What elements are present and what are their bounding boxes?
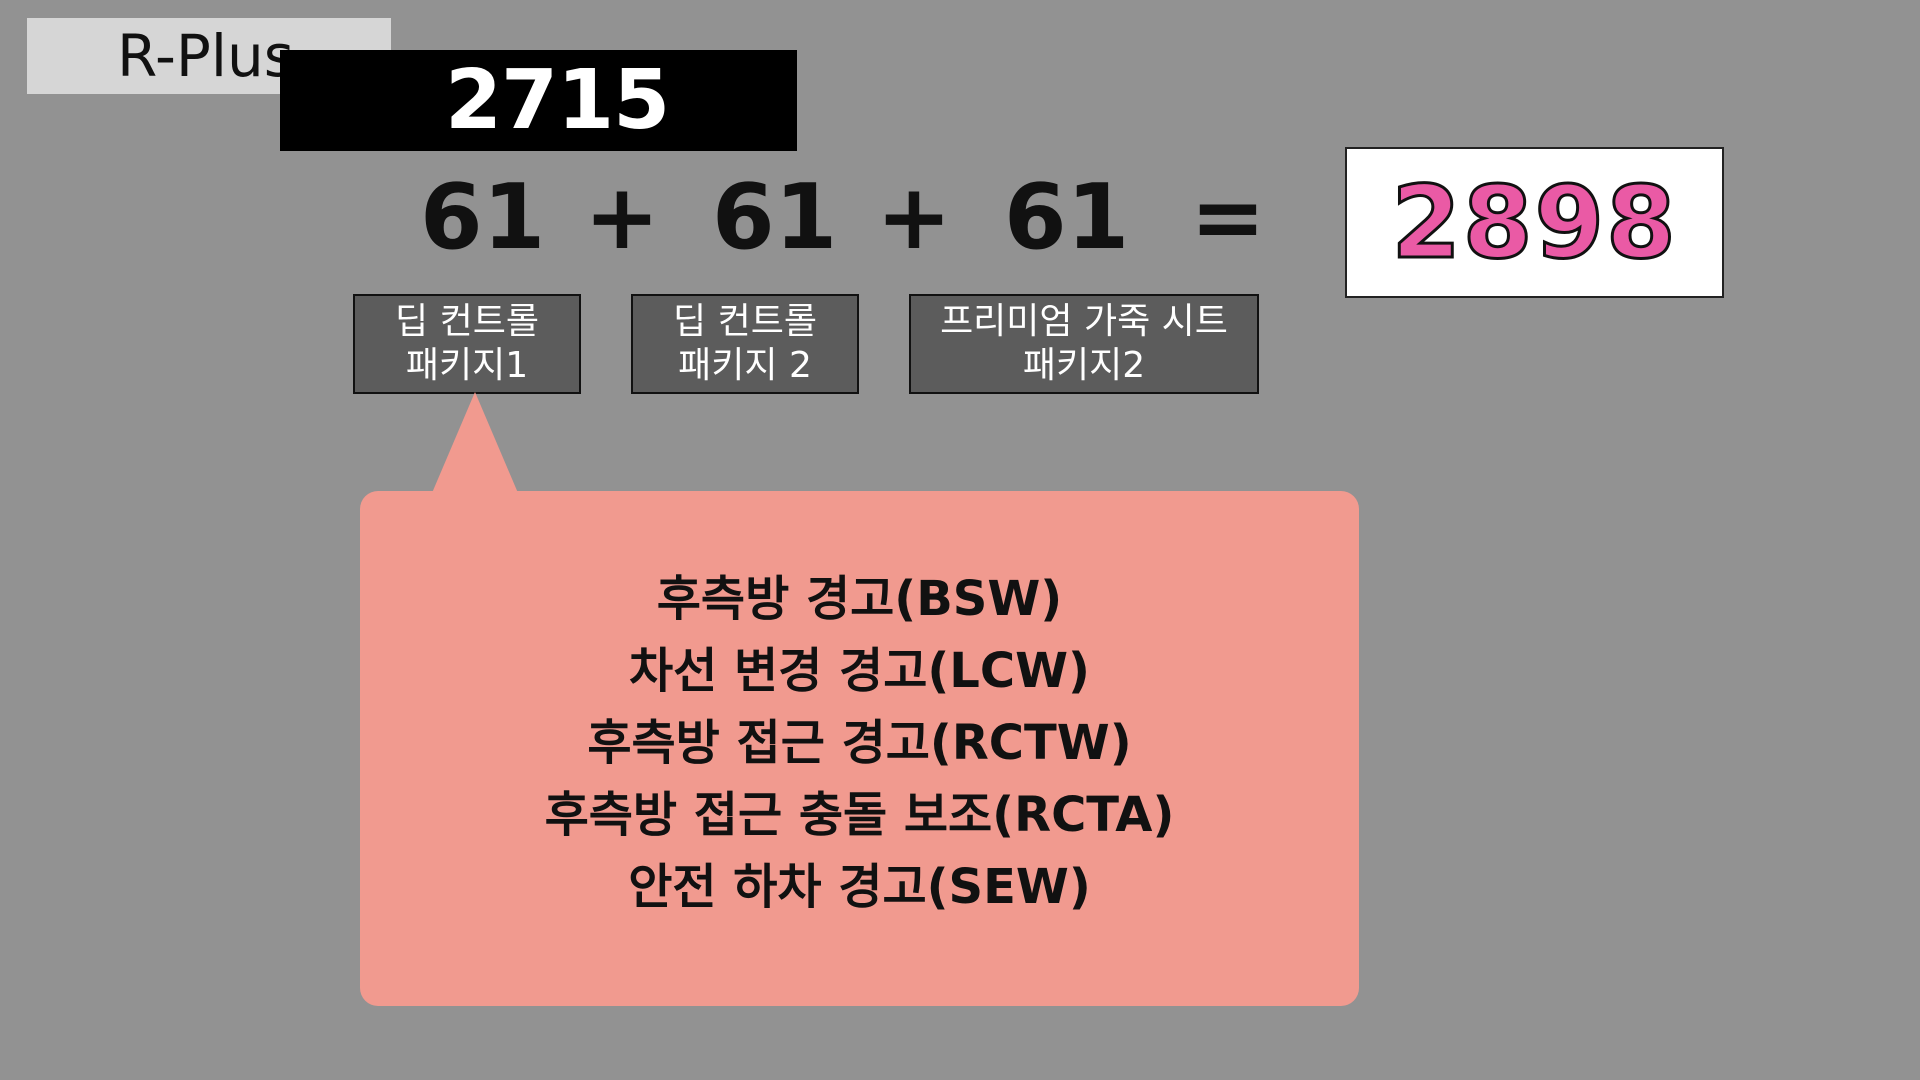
feature-item: 후측방 접근 경고(RCTW) (587, 715, 1132, 771)
total-price-box: 2898 (1345, 147, 1724, 298)
option-price-2: 61 (712, 165, 838, 270)
option-price-1: 61 (420, 165, 546, 270)
feature-item: 후측방 접근 충돌 보조(RCTA) (544, 787, 1175, 843)
feature-callout (360, 491, 1359, 1006)
feature-item: 안전 하차 경고(SEW) (628, 859, 1091, 915)
base-price: 2715 (280, 50, 797, 151)
package-box-1: 딥 컨트롤 패키지1 (353, 294, 581, 394)
package-name-line1: 딥 컨트롤 (395, 301, 539, 342)
package-box-3: 프리미엄 가죽 시트 패키지2 (909, 294, 1259, 394)
plus-sign-2: + (876, 165, 952, 270)
package-name-line2: 패키지1 (405, 345, 529, 386)
option-price-3: 61 (1004, 165, 1130, 270)
equals-sign: = (1190, 165, 1266, 270)
plus-sign-1: + (584, 165, 660, 270)
callout-pointer (432, 392, 518, 493)
package-name-line1: 프리미엄 가죽 시트 (940, 301, 1228, 342)
package-name-line1: 딥 컨트롤 (673, 301, 817, 342)
feature-item: 후측방 경고(BSW) (656, 571, 1063, 627)
feature-item: 차선 변경 경고(LCW) (628, 643, 1090, 699)
package-name-line2: 패키지2 (1022, 345, 1146, 386)
package-name-line2: 패키지 2 (678, 345, 812, 386)
feature-list: 후측방 경고(BSW) 차선 변경 경고(LCW) 후측방 접근 경고(RCTW… (360, 563, 1359, 923)
total-price: 2898 (1390, 163, 1678, 283)
package-box-2: 딥 컨트롤 패키지 2 (631, 294, 859, 394)
